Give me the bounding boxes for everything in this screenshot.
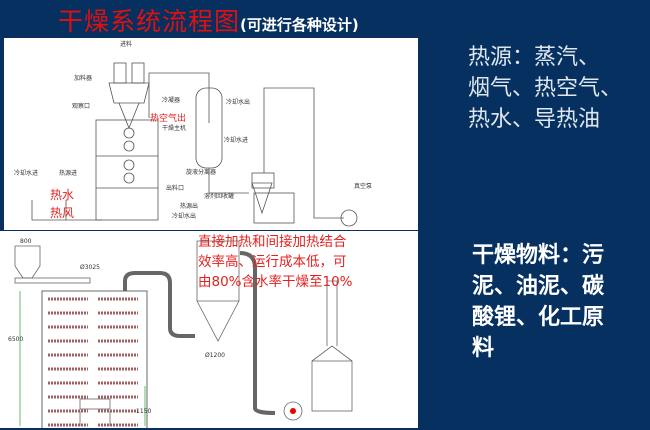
flow-diagram — [31, 62, 358, 227]
hot-water-label: 热水 — [50, 188, 75, 202]
text-line: 酸锂、化工原 — [472, 304, 605, 330]
label: 观察口 — [72, 102, 90, 110]
text-line: 干燥物料：污 — [472, 242, 605, 268]
dim-label: Ø3025 — [80, 264, 100, 271]
process-note: 直接加热和间接加热结合 效率高、运行成本低，可 由80%含水率干燥至10% — [198, 232, 353, 292]
label: 冷却水进 — [14, 169, 38, 177]
label: 溶剂回收罐 — [204, 192, 234, 200]
note-line: 由80%含水率干燥至10% — [198, 274, 353, 290]
hot-air-out-label: 热空气出 — [150, 114, 187, 124]
label: 热源进 — [59, 169, 77, 177]
flow-diagram-panel: 进料 加料器 观察口 干燥主机 冷凝器 冷却水出 冷却水进 旋液分离器 溶剂回收… — [4, 38, 418, 230]
label: 冷却水进 — [224, 136, 248, 144]
title-sub: (可进行各种设计) — [240, 16, 359, 34]
dryer-drawing-panel: 800 Ø3025 6500 Ø1200 1150 直接加热和间接加热结合 效率… — [0, 231, 418, 428]
text-line: 泥、油泥、碳 — [472, 273, 605, 299]
materials-text: 干燥物料：污 泥、油泥、碳 酸锂、化工原 料 — [472, 240, 604, 364]
note-line: 直接加热和间接加热结合 — [198, 234, 347, 250]
label: 干燥主机 — [162, 124, 186, 132]
heat-source-text: 热源：蒸汽、 烟气、热空气、 热水、导热油 — [468, 42, 622, 135]
label: 冷却水出 — [226, 98, 250, 106]
label: 加料器 — [74, 74, 92, 82]
label: 出料口 — [166, 184, 184, 192]
slide-title: 干燥系统流程图 (可进行各种设计) — [58, 2, 359, 36]
hot-wind-label: 热风 — [50, 206, 75, 220]
label: 冷却水出 — [172, 212, 196, 220]
dimension-labels: 800 Ø3025 6500 Ø1200 1150 — [8, 238, 225, 415]
note-line: 效率高、运行成本低，可 — [198, 254, 347, 270]
text-line: 料 — [472, 335, 495, 361]
label: 旋液分离器 — [186, 168, 216, 176]
text-line: 热源：蒸汽、 — [468, 45, 601, 70]
label: 真空泵 — [354, 182, 372, 190]
dryer-drawing — [14, 240, 353, 428]
flow-labels: 进料 加料器 观察口 干燥主机 冷凝器 冷却水出 冷却水进 旋液分离器 溶剂回收… — [14, 40, 372, 220]
text-line: 热水、导热油 — [468, 107, 601, 132]
title-main: 干燥系统流程图 — [58, 7, 241, 36]
dim-label: 800 — [20, 238, 32, 245]
label: 冷凝器 — [162, 96, 180, 104]
dim-label: 6500 — [8, 336, 23, 343]
dim-label: 1150 — [136, 408, 151, 415]
label: 热源出 — [180, 202, 198, 210]
label: 进料 — [120, 40, 132, 48]
dim-label: Ø1200 — [205, 352, 225, 359]
text-line: 烟气、热空气、 — [468, 76, 623, 101]
